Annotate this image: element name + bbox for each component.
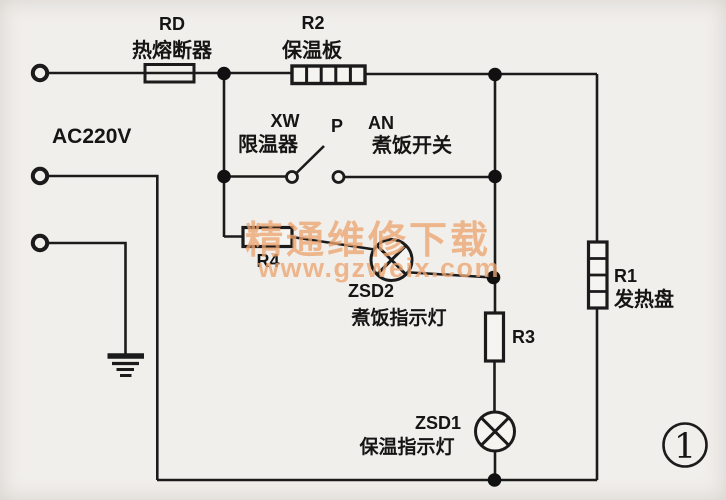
label-rd-id: RD [159,14,185,34]
junction-dot [217,66,231,81]
watermark: 精通维修下载 www.gzweix.com [245,220,500,283]
terminal-earth [30,233,50,253]
wire-earth [48,241,127,355]
wire-r4-to-lamp [291,235,375,251]
label-r2-name: 保温板 [281,38,343,62]
label-r2-id: R2 [301,13,324,33]
label-an-name: 煮饭开关 [371,133,452,157]
heater-r1-box [586,240,609,310]
junction-dot [486,270,501,285]
watermark-line2: www.gzweix.com [257,253,500,283]
label-power: AC220V [52,125,131,148]
label-r1-name: 发热盘 [613,287,674,311]
wire-neutral [48,174,159,480]
junction-dot [217,169,231,184]
label-r3-id: R3 [512,327,535,347]
label-zsd2-name: 煮饭指示灯 [350,306,446,329]
lamp-zsd1-symbol [474,410,516,453]
label-r4-id: R4 [256,251,279,271]
junction-dot [487,473,502,487]
label-r1-id: R1 [614,266,637,286]
label-zsd1-name: 保温指示灯 [358,435,454,458]
label-rd-name: 热熔断器 [132,38,213,62]
label-zsd1-id: ZSD1 [415,413,461,433]
label-an-id: AN [368,113,394,133]
figure-number-badge: 1 [662,422,708,468]
ground-symbol [107,353,144,377]
resistor-r4-box [241,225,294,249]
fuse-rd-box [143,63,196,84]
wire-lamp-to-junction [410,271,494,279]
heater-r2-box [290,64,367,86]
junction-dot [488,169,502,184]
label-xw-id: XW [271,111,300,131]
label-p: P [331,116,343,136]
watermark-line1: 精通维修下载 [245,220,491,262]
junction-dot [488,67,502,82]
figure-number: 1 [674,427,696,467]
terminal-neutral [30,166,50,186]
lamp-zsd2-symbol [369,238,414,282]
label-xw-name: 限温器 [238,132,299,156]
switch-contact-an [331,170,346,184]
switch-contact-xw [285,170,299,184]
label-zsd2-id: ZSD2 [348,281,394,301]
switch-blade [296,145,325,174]
resistor-r3-box [483,311,506,363]
terminal-live [30,63,50,83]
